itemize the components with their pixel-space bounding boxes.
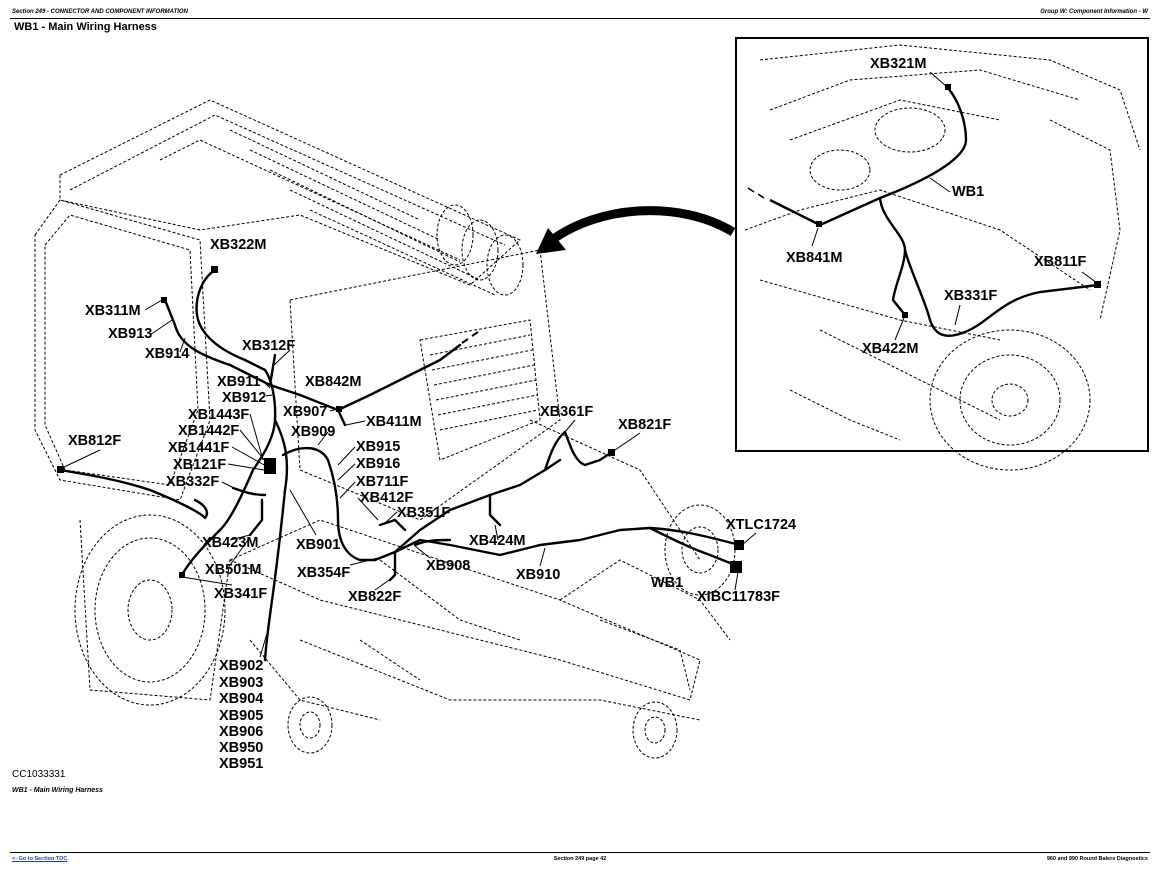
label-xb912: XB912 (222, 390, 266, 406)
label-xb331f: XB331F (944, 288, 997, 304)
label-xb321m: XB321M (870, 56, 926, 72)
label-xb904: XB904 (219, 691, 263, 707)
label-xb905: XB905 (219, 708, 263, 724)
label-xb906: XB906 (219, 724, 263, 740)
label-xb842m: XB842M (305, 374, 361, 390)
footer-rule (10, 852, 1150, 853)
label-xb1441f: XB1441F (168, 440, 229, 456)
label-xb422m: XB422M (862, 341, 918, 357)
label-xb916: XB916 (356, 456, 400, 472)
label-xb501m: XB501M (205, 562, 261, 578)
label-xb351f: XB351F (397, 505, 450, 521)
label-xibc11783f: XIBC11783F (697, 589, 780, 605)
label-xb1443f: XB1443F (188, 407, 249, 423)
label-xb312f: XB312F (242, 338, 295, 354)
label-xb821f: XB821F (618, 417, 671, 433)
inset-labels: XB321M WB1 XB841M XB811F XB331F XB422M (786, 56, 1087, 357)
leader-lines (61, 299, 757, 658)
label-xtlc1724: XTLC1724 (726, 517, 796, 533)
main-labels: XB322M XB311M XB913 XB914 XB312F XB842M … (68, 237, 796, 772)
label-xb1442f: XB1442F (178, 423, 239, 439)
label-xb950: XB950 (219, 740, 263, 756)
label-xb361f: XB361F (540, 404, 593, 420)
label-xb901: XB901 (296, 537, 340, 553)
detail-inset-frame (735, 37, 1149, 452)
section-toc-link[interactable]: <- Go to Section TOC (12, 856, 68, 862)
page-title: WB1 - Main Wiring Harness (14, 21, 157, 33)
label-xb332f: XB332F (166, 474, 219, 490)
inset-dashed-end (747, 187, 765, 199)
label-xb412f: XB412F (360, 490, 413, 506)
connector-markers (57, 84, 1101, 578)
label-xb915: XB915 (356, 439, 400, 455)
label-xb902: XB902 (219, 658, 263, 674)
baler-line-art (34, 99, 736, 759)
inset-harness-wire (769, 87, 1099, 337)
label-xb951: XB951 (219, 756, 263, 772)
label-xb354f: XB354F (297, 565, 350, 581)
label-xb812f: XB812F (68, 433, 121, 449)
label-xb322m: XB322M (210, 237, 266, 253)
header-rule (10, 18, 1150, 19)
inset-leader-lines (811, 71, 1098, 341)
label-xb311m: XB311M (85, 303, 141, 319)
label-xb914: XB914 (145, 346, 189, 362)
label-xb411m: XB411M (366, 414, 422, 430)
inset-line-art (744, 44, 1141, 471)
section-header: Section 249 - CONNECTOR AND COMPONENT IN… (12, 9, 188, 15)
label-xb711f: XB711F (356, 474, 409, 490)
main-harness-wire (58, 268, 742, 662)
callout-arrowhead (536, 228, 566, 254)
label-xb908: XB908 (426, 558, 470, 574)
label-xb822f: XB822F (348, 589, 401, 605)
label-xb341f: XB341F (214, 586, 267, 602)
label-xb913: XB913 (108, 326, 152, 342)
label-xb903: XB903 (219, 675, 263, 691)
document-name: 960 and 990 Round Balers Diagnostics (1046, 856, 1148, 862)
figure-caption: WB1 - Main Wiring Harness (12, 787, 103, 794)
label-xb911: XB911 (217, 374, 261, 390)
label-xb423m: XB423M (202, 535, 258, 551)
label-xb811f: XB811F (1034, 254, 1087, 270)
label-wb1-main: WB1 (651, 575, 683, 591)
label-xb121f: XB121F (173, 457, 226, 473)
label-xb910: XB910 (516, 567, 560, 583)
label-xb909: XB909 (291, 424, 335, 440)
group-header: Group W: Component Information - W (1040, 9, 1148, 15)
figure-id: CC1033331 (12, 769, 66, 780)
callout-arrow (549, 206, 736, 244)
label-xb907: XB907 (283, 404, 327, 420)
page-number: Section 249 page 42 (553, 856, 607, 862)
label-xb424m: XB424M (469, 533, 525, 549)
label-xb841m: XB841M (786, 250, 842, 266)
label-wb1: WB1 (952, 184, 984, 200)
main-harness-dashed-end (461, 331, 479, 344)
